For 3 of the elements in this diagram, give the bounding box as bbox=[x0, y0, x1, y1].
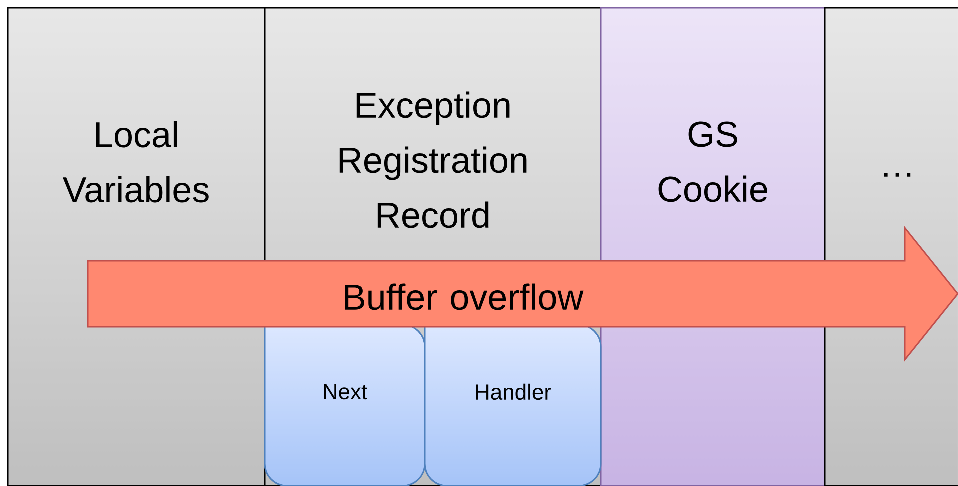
field-box: Handler bbox=[424, 324, 602, 486]
field-box: Next bbox=[264, 324, 426, 486]
memory-block: … bbox=[824, 7, 958, 486]
